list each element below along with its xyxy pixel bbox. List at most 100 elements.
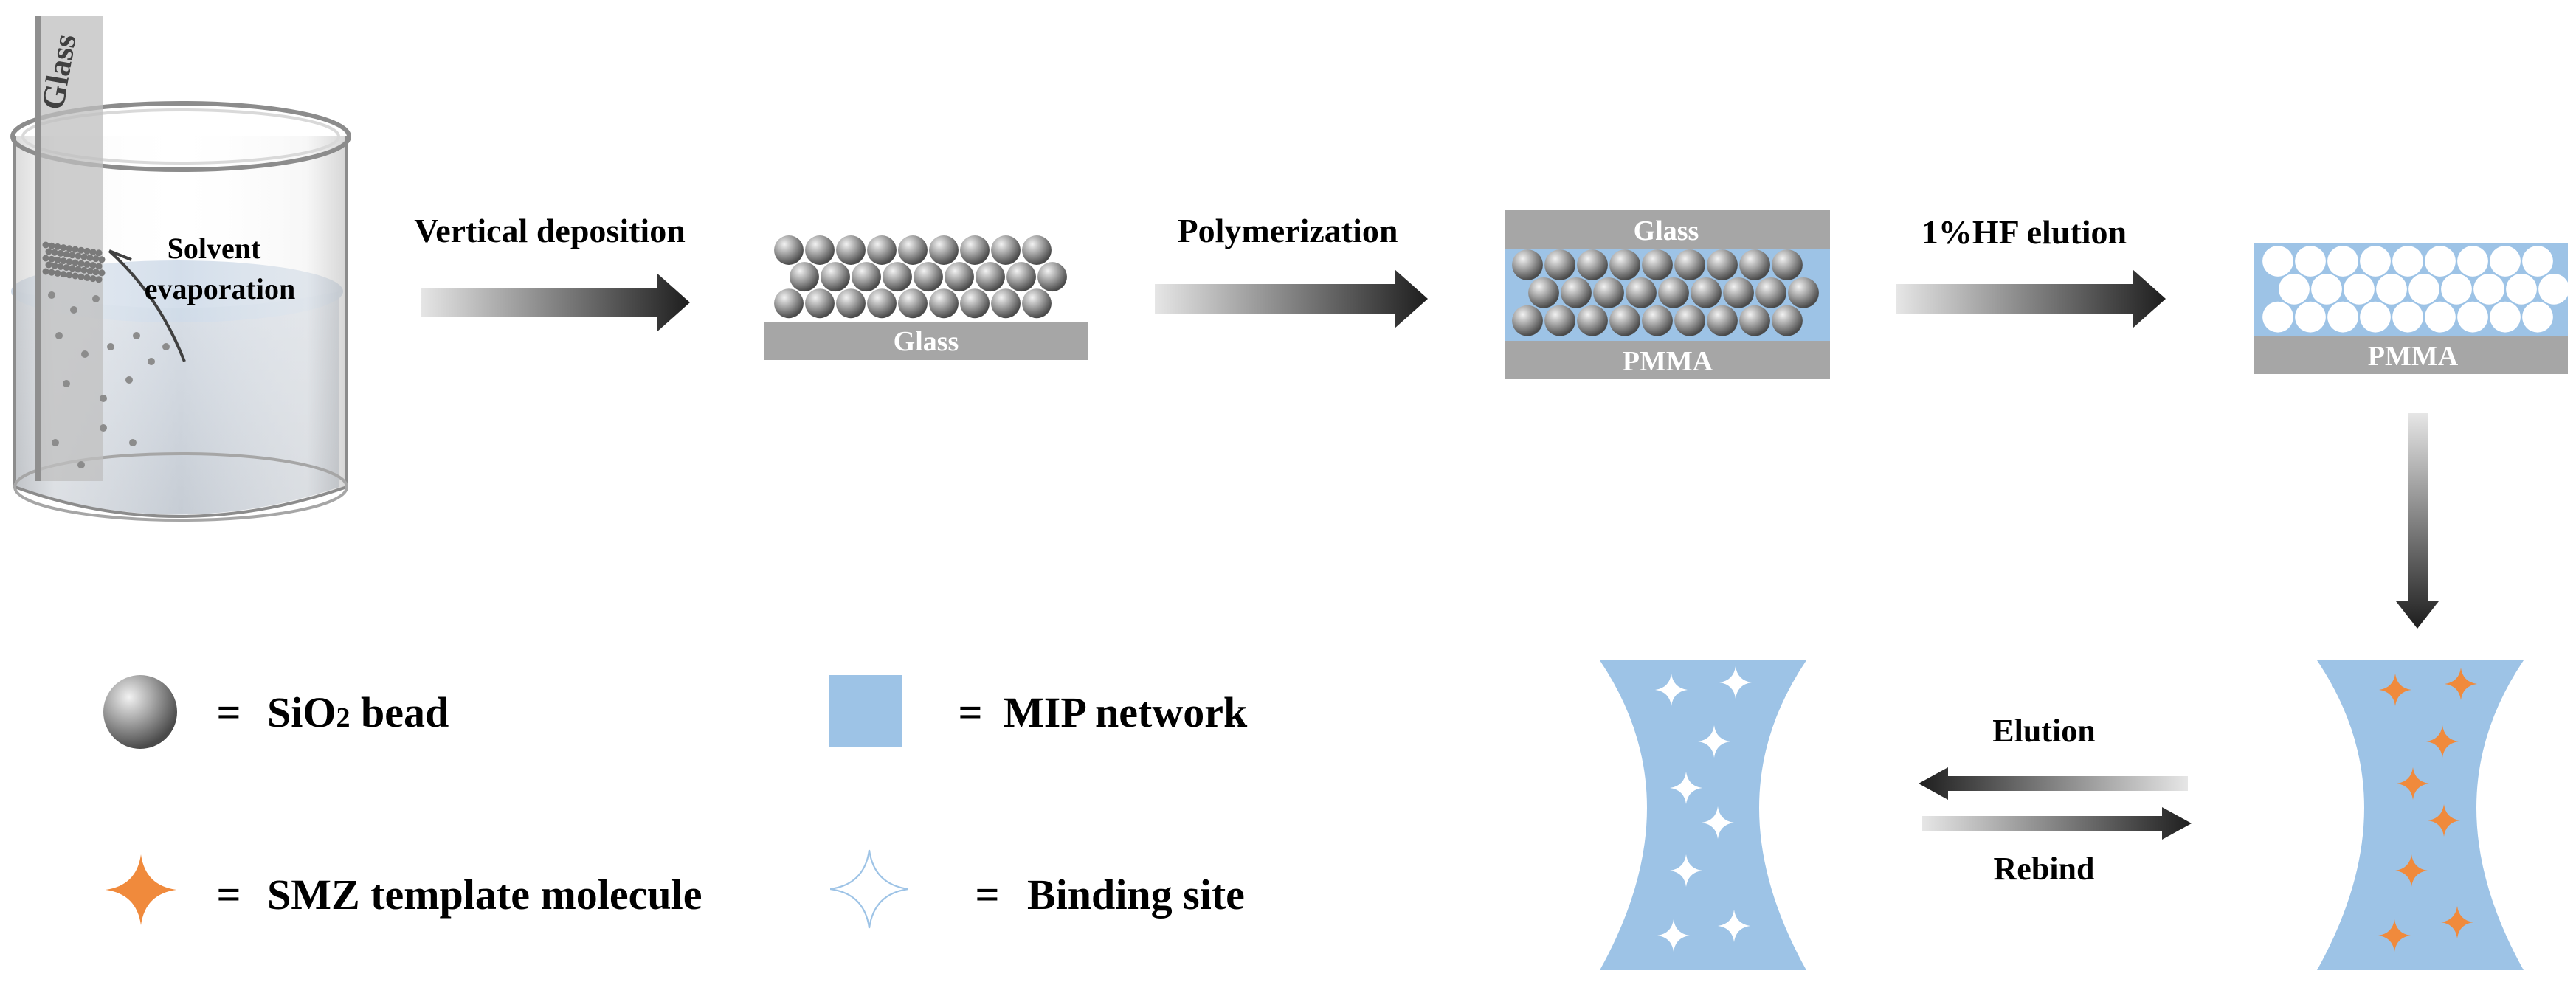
silica-bead	[1642, 249, 1673, 280]
silica-bead	[898, 288, 928, 319]
hf-elution-arrow	[1896, 269, 2166, 328]
slide-bead	[69, 252, 76, 259]
pmma-substrate	[1505, 341, 1830, 379]
slide-bead	[42, 268, 49, 275]
slide-bead	[80, 266, 88, 274]
slide-bead	[54, 243, 61, 250]
slide-bead	[69, 265, 76, 272]
slide-bead	[57, 263, 64, 270]
macropore	[2490, 246, 2521, 277]
silica-bead	[774, 235, 804, 265]
slide-bead	[51, 262, 58, 269]
silica-bead	[1528, 277, 1559, 308]
colloidal-crystal-on-glass: Glass	[764, 235, 1088, 360]
slide-bead	[72, 259, 79, 266]
silica-bead	[1674, 305, 1705, 336]
silica-bead	[960, 288, 990, 319]
silica-bead	[1544, 305, 1575, 336]
slide-bead	[75, 266, 82, 273]
top-glass-label: Glass	[1634, 215, 1699, 246]
legend-template-icon	[106, 854, 176, 925]
slide-bead	[83, 247, 91, 255]
silica-bead	[914, 262, 943, 292]
vertical-deposition-label: Vertical deposition	[414, 212, 686, 249]
silica-bead	[1577, 305, 1608, 336]
slide-bead	[72, 272, 79, 280]
slide-bead	[89, 249, 97, 256]
macropore	[2279, 273, 2310, 305]
silica-bead	[774, 288, 804, 319]
dispersed-beads	[48, 291, 170, 468]
slide-bead	[45, 248, 52, 255]
slide-bead	[72, 246, 79, 253]
slide-bead	[42, 241, 49, 249]
silica-bead	[1512, 305, 1543, 336]
embedded-bead-stack	[1512, 249, 1819, 336]
top-glass	[1505, 210, 1830, 249]
silica-bead	[1512, 249, 1543, 280]
macropore	[2457, 301, 2488, 333]
macropore	[2311, 273, 2342, 305]
dispersed-bead	[100, 395, 107, 402]
dispersed-bead	[107, 343, 114, 350]
vertical-deposition-arrow	[421, 273, 690, 332]
silica-bead	[836, 288, 866, 319]
slide-bead	[86, 254, 94, 261]
slide-bead	[95, 276, 103, 283]
slide-bead	[86, 267, 94, 274]
dispersed-bead	[133, 332, 140, 339]
macropore	[2262, 246, 2293, 277]
silica-bead	[1772, 305, 1803, 336]
slide-bead	[89, 275, 97, 283]
silica-bead	[1022, 288, 1052, 319]
vertical-deposition-step: Vertical deposition	[414, 212, 690, 332]
inverse-opal-film: PMMA	[2254, 243, 2569, 374]
polymerization-arrow	[1155, 269, 1428, 328]
slide-bead	[77, 260, 85, 267]
slide-bead	[80, 253, 88, 260]
beaker-bottom	[13, 452, 348, 522]
macropore	[2262, 301, 2293, 333]
silica-bead	[821, 262, 850, 292]
dispersed-bead	[81, 350, 89, 358]
legend-bead-icon	[103, 675, 177, 749]
slide-bead	[83, 260, 91, 268]
loaded-pore-shape	[2317, 660, 2524, 970]
silica-bead	[1739, 305, 1770, 336]
silica-bead	[898, 235, 928, 265]
rebind-label: Rebind	[1994, 851, 2095, 887]
silica-bead	[991, 288, 1021, 319]
slide-bead	[89, 262, 97, 269]
slide-bead	[92, 255, 100, 263]
solvent-label: Solvent	[168, 232, 261, 265]
silica-bead	[1691, 277, 1722, 308]
legend-template-eq: =	[216, 871, 241, 919]
silica-bead	[1772, 249, 1803, 280]
silica-bead	[991, 235, 1021, 265]
macropore	[2392, 301, 2423, 333]
silica-bead	[852, 262, 881, 292]
slide-bead	[75, 252, 82, 260]
silica-bead	[1626, 277, 1657, 308]
slide-bead	[48, 242, 55, 249]
glass-slide-edge	[35, 16, 41, 481]
dispersed-bead	[92, 295, 100, 302]
macropore	[2344, 273, 2375, 305]
hf-elution-step: 1%HF elution	[1896, 213, 2166, 328]
macropore	[2408, 273, 2439, 305]
pmma-substrate-label: PMMA	[1623, 346, 1713, 377]
beaker-rim	[10, 101, 351, 172]
macropore	[2392, 246, 2423, 277]
silica-bead	[1642, 305, 1673, 336]
silica-bead	[883, 262, 912, 292]
elution-rebind-exchange: Elution Rebind	[1919, 713, 2192, 887]
legend-site-eq: =	[975, 871, 999, 919]
dispersed-bead	[100, 424, 107, 432]
silica-bead	[1006, 262, 1036, 292]
macropore	[2457, 246, 2488, 277]
legend-site-label: Binding site	[1027, 871, 1245, 919]
slide-bead	[66, 272, 73, 279]
legend-network-icon	[829, 675, 902, 747]
slide-bead	[66, 258, 73, 266]
macropore	[2490, 301, 2521, 333]
